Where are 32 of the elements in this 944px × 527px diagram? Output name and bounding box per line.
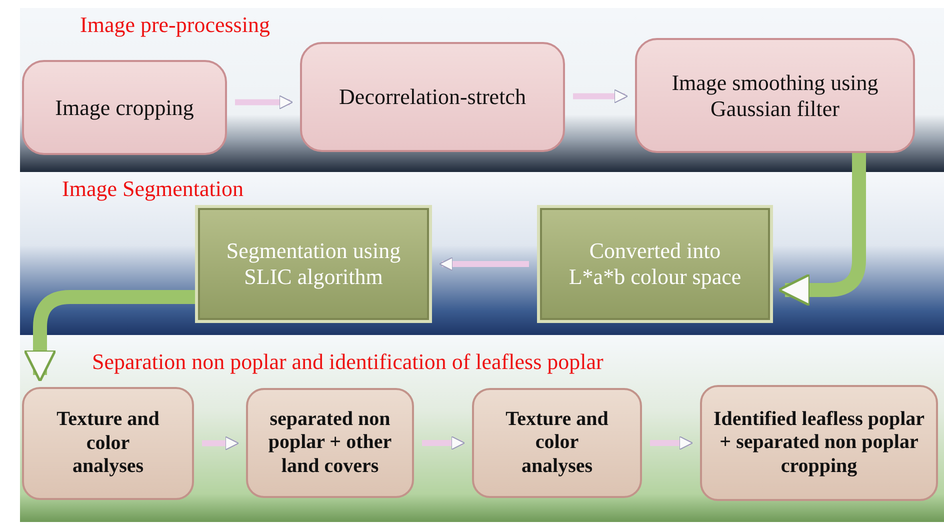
arrow	[235, 95, 294, 110]
arrow	[650, 436, 694, 450]
section-band	[20, 172, 944, 335]
section-heading: Separation non poplar and identification of leafless poplar	[92, 349, 604, 375]
box-text: Identified leafless poplar + separated non poplar cropping	[712, 408, 926, 478]
box-text: Image smoothing using Gaussian filter	[670, 70, 880, 122]
section-heading: Image Segmentation	[62, 176, 244, 202]
box-text: Texture and color analyses	[504, 408, 610, 478]
arrow	[422, 436, 466, 450]
arrow	[438, 256, 529, 272]
box-text: Texture and color analyses	[56, 408, 160, 479]
box-text: Converted into L*a*b colour space	[568, 238, 742, 290]
process-box	[22, 60, 227, 155]
box-text: Segmentation using SLIC algorithm	[225, 238, 402, 290]
curved-block-arrow	[23, 290, 195, 382]
process-box	[246, 388, 414, 498]
box-text: Image cropping	[55, 94, 194, 120]
process-box	[537, 205, 773, 323]
arrow	[202, 436, 240, 450]
box-text: separated non poplar + other land covers	[267, 408, 393, 478]
process-box	[22, 387, 194, 500]
process-box	[700, 385, 938, 501]
process-box	[195, 205, 432, 323]
section-band	[20, 8, 944, 172]
section-band	[20, 335, 944, 522]
process-box	[300, 42, 565, 152]
arrow	[573, 89, 628, 104]
box-text: Decorrelation-stretch	[339, 84, 526, 110]
section-heading: Image pre-processing	[80, 12, 270, 38]
curved-block-arrow	[778, 153, 866, 307]
process-box	[635, 38, 915, 153]
process-box	[472, 388, 642, 498]
